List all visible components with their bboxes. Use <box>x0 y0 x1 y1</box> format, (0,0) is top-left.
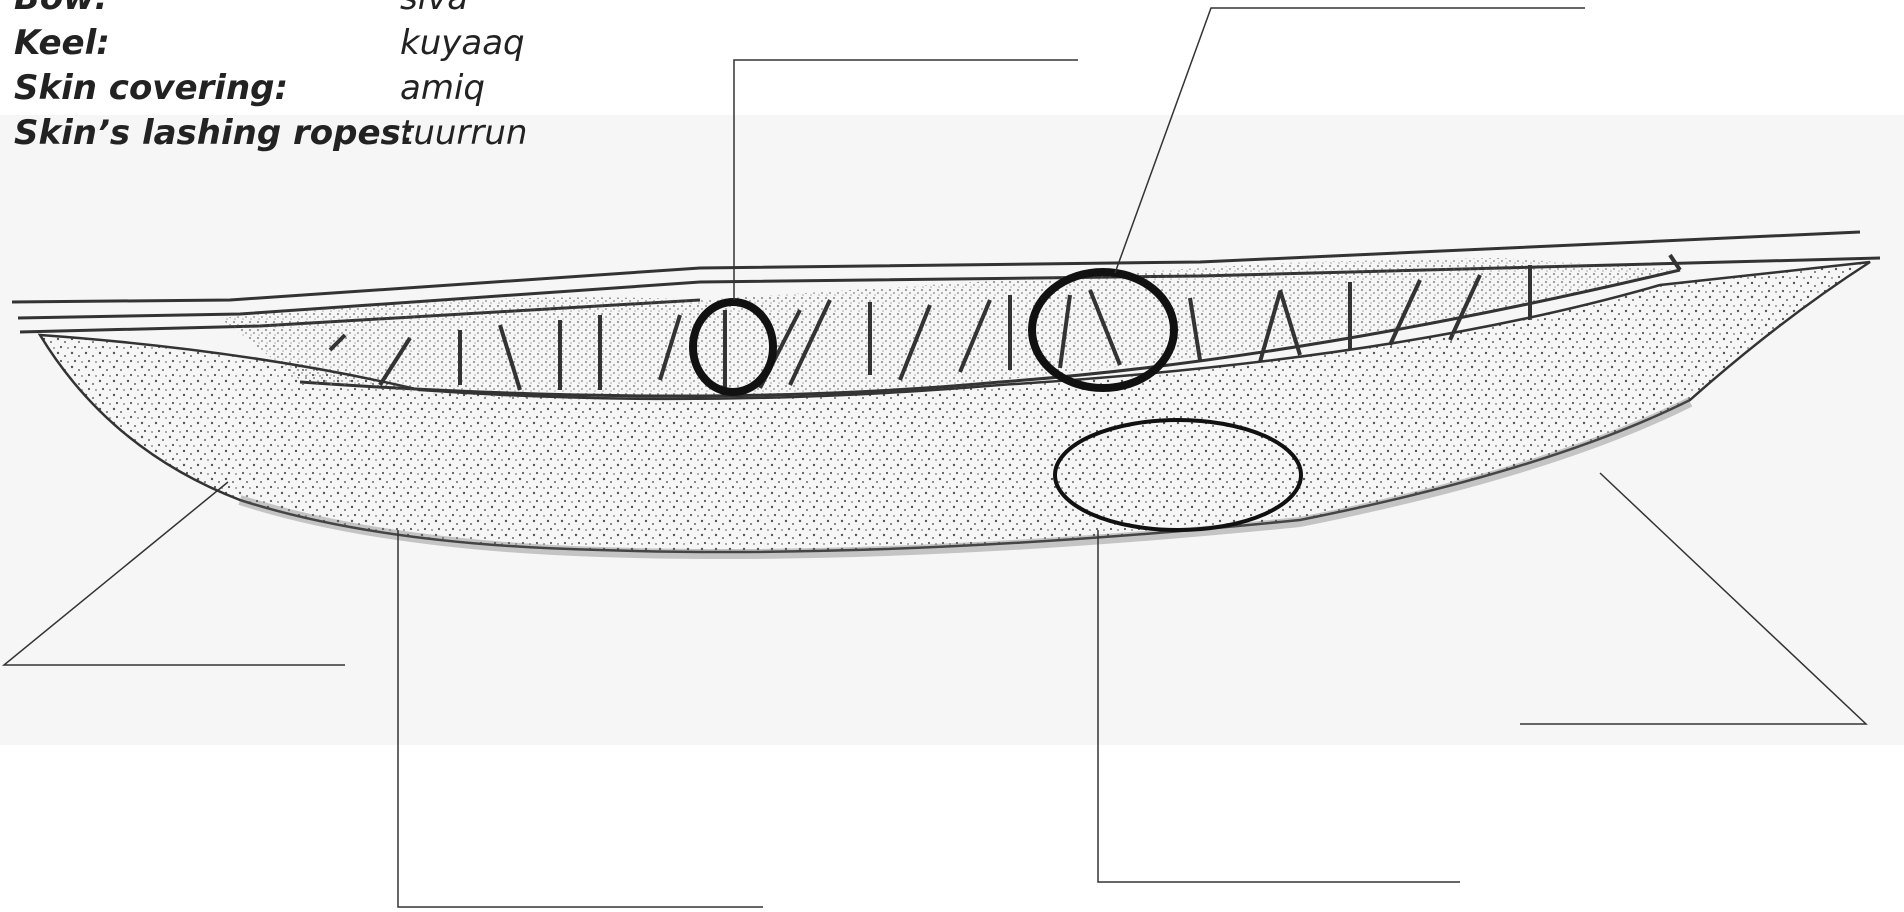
term-value: kuyaaq <box>400 21 525 66</box>
term-value: siva <box>400 0 468 21</box>
term-value: tuurrun <box>400 111 527 156</box>
term-label: Keel: <box>14 21 110 66</box>
term-label: Bow: <box>14 0 108 21</box>
term-value: amiq <box>400 66 485 111</box>
term-label: Skin’s lashing ropes: <box>14 111 414 156</box>
term-label: Skin covering: <box>14 66 288 111</box>
